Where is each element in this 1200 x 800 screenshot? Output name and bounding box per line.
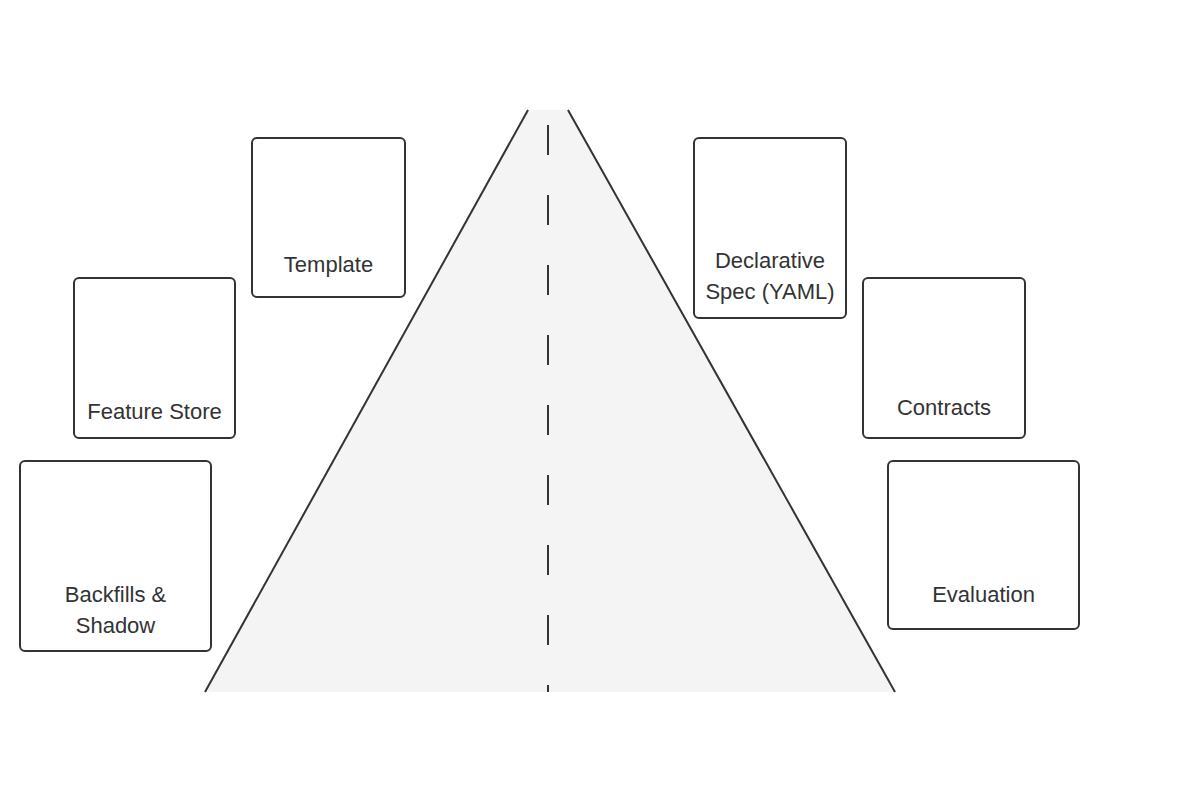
box-label: Template — [259, 249, 399, 280]
component-box: Declarative Spec (YAML) — [693, 137, 847, 319]
component-box: Evaluation — [887, 460, 1080, 630]
road-edge — [568, 110, 895, 692]
center-line — [547, 125, 549, 692]
component-box: Feature Store — [73, 277, 236, 439]
road-edge — [205, 110, 528, 692]
component-box: Backfills & Shadow — [19, 460, 212, 652]
component-box: Contracts — [862, 277, 1026, 439]
box-label: Feature Store — [80, 396, 230, 427]
box-label: Declarative Spec (YAML) — [705, 245, 835, 307]
box-label: Backfills & Shadow — [51, 579, 181, 641]
box-label: Contracts — [869, 392, 1019, 423]
road-surface — [205, 110, 895, 692]
box-label: Evaluation — [899, 579, 1069, 610]
component-box: Template — [251, 137, 406, 298]
